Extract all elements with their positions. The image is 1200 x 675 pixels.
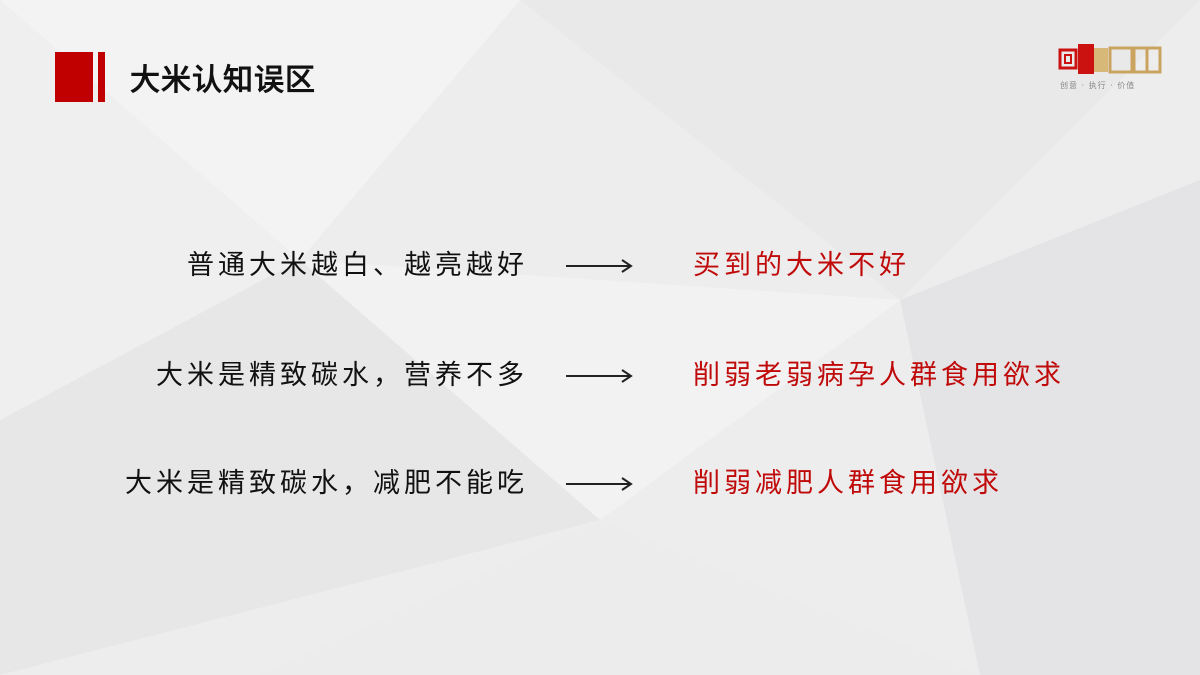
arrow-right-icon: [566, 259, 633, 273]
misconception-text: 大米是精致碳水，营养不多: [156, 360, 528, 391]
slide-title: 大米认知误区: [130, 63, 316, 98]
title-accent-bar: [98, 52, 105, 102]
misconception-row: 大米是精致碳水，营养不多 削弱老弱病孕人群食用欲求: [0, 356, 1200, 396]
consequence-text: 买到的大米不好: [693, 250, 910, 281]
slide-header: 大米认知误区: [55, 52, 316, 102]
misconception-row: 普通大米越白、越亮越好 买到的大米不好: [0, 246, 1200, 286]
title-accent-block: [55, 52, 93, 102]
logo-tagline: 创意 · 执行 · 价值: [1060, 81, 1136, 90]
arrow-right-icon: [566, 369, 633, 383]
consequence-text: 削弱减肥人群食用欲求: [693, 468, 1003, 499]
arrow-right-icon: [566, 477, 633, 491]
misconception-text: 普通大米越白、越亮越好: [187, 250, 528, 281]
consequence-text: 削弱老弱病孕人群食用欲求: [693, 360, 1065, 391]
misconception-text: 大米是精致碳水，减肥不能吃: [125, 468, 528, 499]
misconception-row: 大米是精致碳水，减肥不能吃 削弱减肥人群食用欲求: [0, 464, 1200, 504]
brand-logo: [1058, 40, 1168, 95]
logo-mark-icon: [1058, 44, 1162, 74]
